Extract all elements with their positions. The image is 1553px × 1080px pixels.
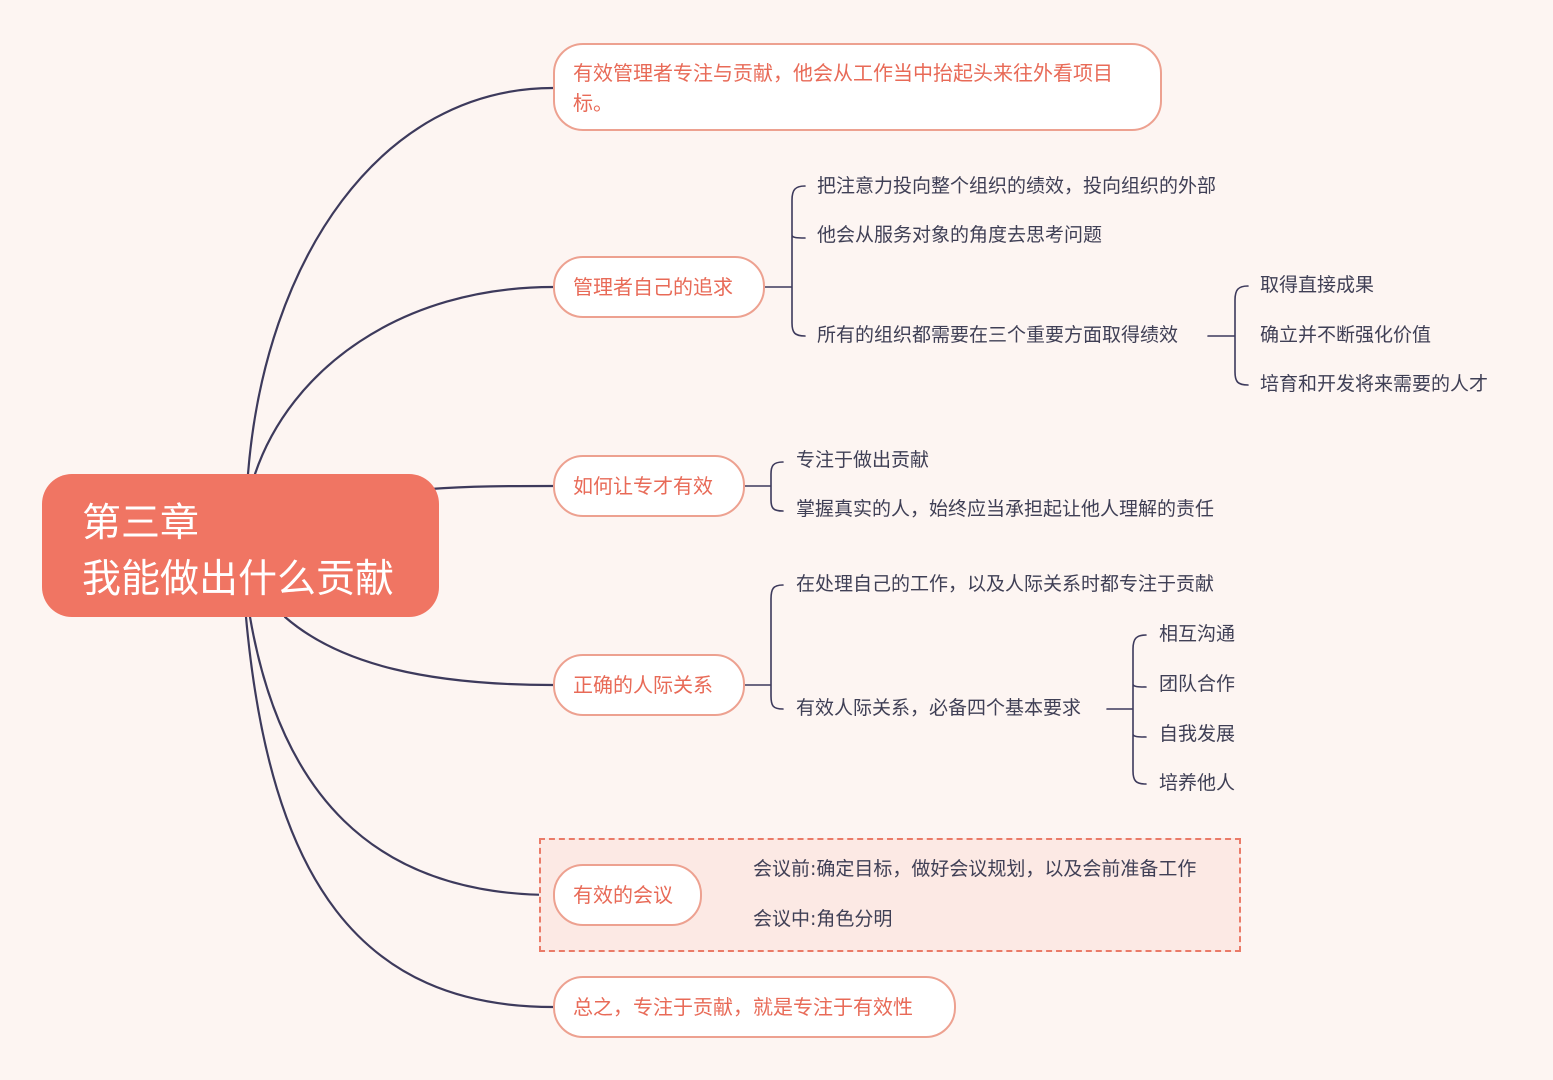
branch-label: 有效的会议 — [573, 883, 673, 907]
leaf-teamwork[interactable]: 团队合作 — [1159, 673, 1236, 695]
leaf-during-meeting[interactable]: 会议中:角色分明 — [753, 908, 893, 930]
leaf-develop-others[interactable]: 培养他人 — [1159, 772, 1236, 794]
leaf-service-perspective[interactable]: 他会从服务对象的角度去思考问题 — [817, 224, 1103, 246]
branch-label: 管理者自己的追求 — [573, 275, 733, 299]
leaf-responsibility[interactable]: 掌握真实的人，始终应当承担起让他人理解的责任 — [796, 498, 1215, 520]
branch-effective-meetings[interactable]: 有效的会议 — [553, 864, 702, 926]
connector-branch-4 — [283, 615, 555, 687]
branch-manager-pursuit[interactable]: 管理者自己的追求 — [553, 256, 765, 318]
leaf-focus-contribution[interactable]: 专注于做出贡献 — [796, 449, 930, 471]
root-title-line2: 我能做出什么贡献 — [82, 557, 395, 602]
branch-label: 有效管理者专注与贡献，他会从工作当中抬起头来往外看项目标。 — [573, 61, 1113, 115]
leaf-three-areas[interactable]: 所有的组织都需要在三个重要方面取得绩效 — [817, 324, 1179, 346]
branch-conclusion[interactable]: 总之，专注于贡献，就是专注于有效性 — [553, 976, 956, 1038]
bracket-branch-2 — [764, 185, 806, 337]
root-topic[interactable]: 第三章 我能做出什么贡献 — [42, 474, 439, 617]
connector-branch-6 — [244, 615, 555, 1009]
bracket-sub-four — [1106, 634, 1147, 785]
branch-specialists-effective[interactable]: 如何让专才有效 — [553, 455, 745, 517]
connector-branch-3 — [428, 484, 555, 491]
leaf-strengthen-values[interactable]: 确立并不断强化价值 — [1260, 324, 1432, 346]
leaf-before-meeting[interactable]: 会议前:确定目标，做好会议规划，以及会前准备工作 — [753, 858, 1197, 880]
leaf-work-relationships[interactable]: 在处理自己的工作，以及人际关系时都专注于贡献 — [796, 573, 1215, 595]
branch-effective-manager[interactable]: 有效管理者专注与贡献，他会从工作当中抬起头来往外看项目标。 — [553, 43, 1162, 131]
branch-label: 正确的人际关系 — [573, 673, 713, 697]
connector-branch-2 — [253, 285, 555, 476]
leaf-direct-results[interactable]: 取得直接成果 — [1260, 274, 1375, 296]
bracket-sub-three — [1207, 285, 1249, 386]
branch-label: 总之，专注于贡献，就是专注于有效性 — [573, 995, 913, 1019]
bracket-branch-3 — [744, 461, 784, 512]
leaf-organization-performance[interactable]: 把注意力投向整个组织的绩效，投向组织的外部 — [817, 175, 1217, 197]
branch-right-relationships[interactable]: 正确的人际关系 — [553, 654, 745, 716]
leaf-four-requirements[interactable]: 有效人际关系，必备四个基本要求 — [796, 697, 1082, 719]
connector-branch-5 — [248, 615, 555, 897]
leaf-communication[interactable]: 相互沟通 — [1159, 623, 1236, 645]
leaf-develop-talent[interactable]: 培育和开发将来需要的人才 — [1260, 373, 1489, 395]
bracket-branch-4 — [744, 584, 784, 710]
leaf-self-development[interactable]: 自我发展 — [1159, 723, 1236, 745]
connector-branch-1 — [246, 86, 555, 476]
branch-label: 如何让专才有效 — [573, 474, 713, 498]
root-title-line1: 第三章 — [82, 501, 200, 546]
